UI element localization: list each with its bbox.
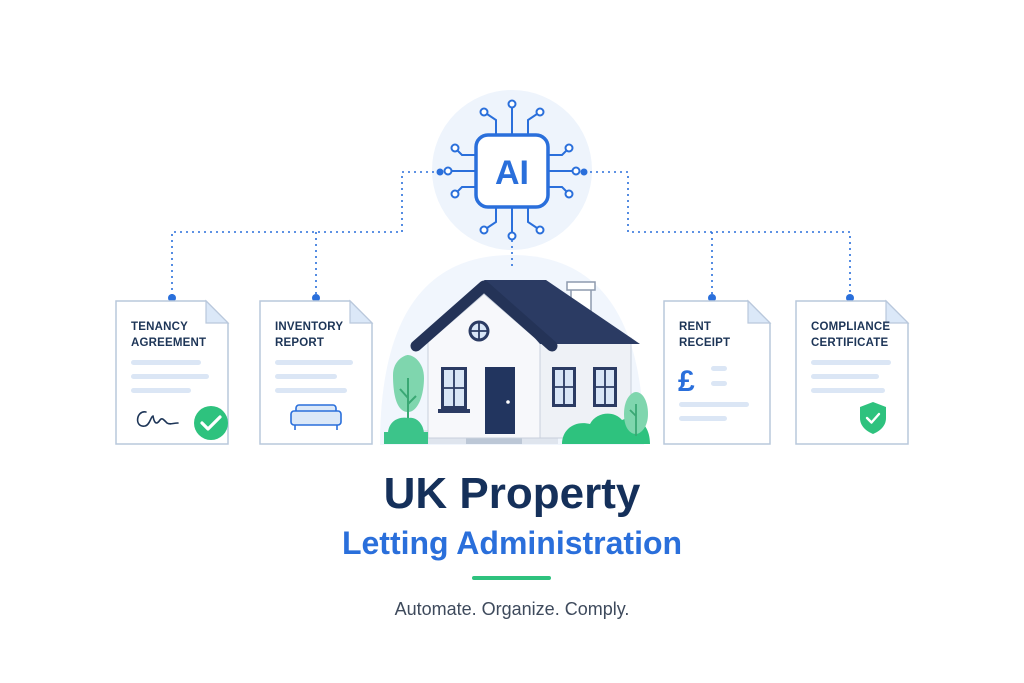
ai-chip-icon: AI [443, 99, 581, 241]
tagline: Automate. Organize. Comply. [394, 599, 630, 619]
shield-check-icon [860, 402, 886, 434]
compliance-certificate-card: COMPLIANCE CERTIFICATE [795, 299, 910, 445]
tenancy-title-line1: TENANCY [131, 321, 188, 333]
inventory-title-line2: REPORT [275, 337, 324, 349]
sofa-icon [290, 404, 342, 430]
check-circle-icon [194, 406, 228, 440]
house-icon [410, 280, 640, 444]
tenancy-title-line2: AGREEMENT [131, 337, 206, 349]
tenancy-agreement-card: TENANCY AGREEMENT [115, 299, 230, 445]
inventory-title-line1: INVENTORY [275, 321, 343, 333]
page-subtitle: Letting Administration [341, 525, 683, 561]
rent-title-line1: RENT [679, 321, 711, 333]
bush-icon [562, 392, 650, 444]
rent-receipt-card: RENT RECEIPT £ [663, 299, 772, 445]
connector-lines [171, 171, 851, 298]
page-title: UK Property [383, 469, 641, 518]
inventory-report-card: INVENTORY REPORT [259, 299, 374, 445]
signature-icon [136, 411, 179, 427]
compliance-title-line2: CERTIFICATE [811, 337, 889, 349]
ai-chip-label: AI [495, 154, 529, 192]
connector-dots [168, 168, 854, 302]
compliance-title-line1: COMPLIANCE [811, 321, 890, 333]
rent-title-line2: RECEIPT [679, 337, 730, 349]
tree-icon [384, 355, 428, 444]
accent-divider [472, 576, 551, 580]
pound-icon: £ [678, 365, 695, 398]
